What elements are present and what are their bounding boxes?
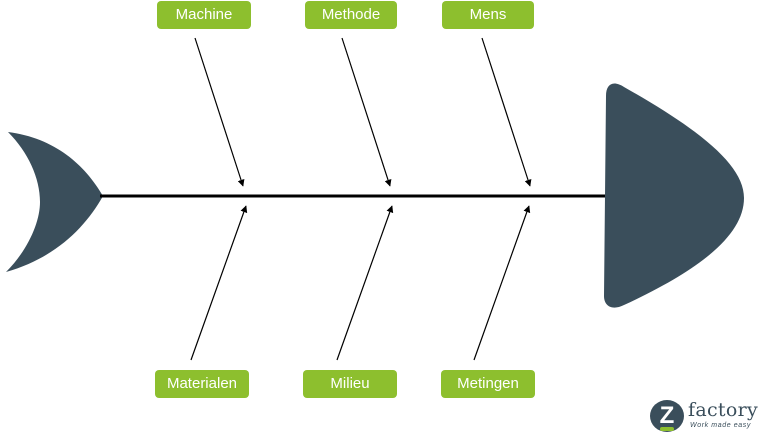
bone-methode xyxy=(341,37,392,187)
bone-metingen xyxy=(473,205,531,361)
bone-materialen xyxy=(190,205,248,361)
fish-tail xyxy=(6,132,103,272)
label-methode: Methode xyxy=(305,1,397,29)
bone-milieu xyxy=(336,205,394,361)
zfactory-logo: Z factory Work made easy xyxy=(650,398,760,436)
logo-badge: Z xyxy=(650,400,684,432)
logo-tagline: Work made easy xyxy=(690,422,751,429)
label-mens: Mens xyxy=(442,1,534,29)
bone-mens xyxy=(481,37,532,187)
label-materialen: Materialen xyxy=(155,370,249,398)
label-machine: Machine xyxy=(157,1,251,29)
fish-head xyxy=(604,83,744,308)
bone-machine xyxy=(194,37,245,187)
label-milieu: Milieu xyxy=(303,370,397,398)
logo-wordmark: factory xyxy=(688,399,758,421)
label-metingen: Metingen xyxy=(441,370,535,398)
